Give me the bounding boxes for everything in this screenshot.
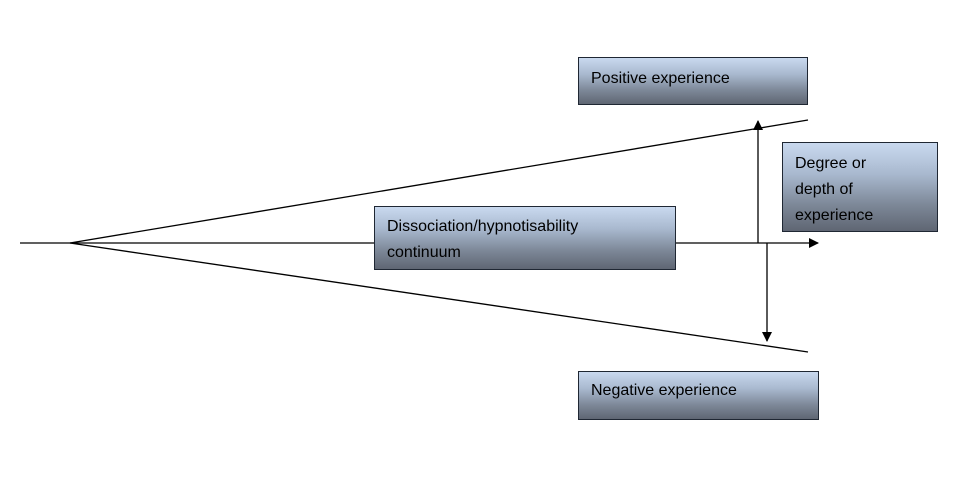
upper-divergence-line (69, 119, 809, 244)
degree-of-experience-box: Degree or depth of experience (782, 142, 938, 232)
negative-experience-box: Negative experience (578, 371, 819, 420)
negative-experience-label: Negative experience (591, 382, 737, 399)
dissociation-label-line2: continuum (387, 244, 461, 261)
degree-label-line2: depth of (795, 181, 853, 198)
positive-experience-box: Positive experience (578, 57, 808, 105)
positive-experience-label: Positive experience (591, 70, 730, 87)
lower-divergence-line (69, 242, 809, 353)
degree-label-line1: Degree or (795, 155, 867, 172)
dissociation-label-line1: Dissociation/hypnotisability (387, 218, 579, 235)
degree-label-line3: experience (795, 207, 874, 224)
dissociation-continuum-box: Dissociation/hypnotisability continuum (374, 206, 676, 270)
